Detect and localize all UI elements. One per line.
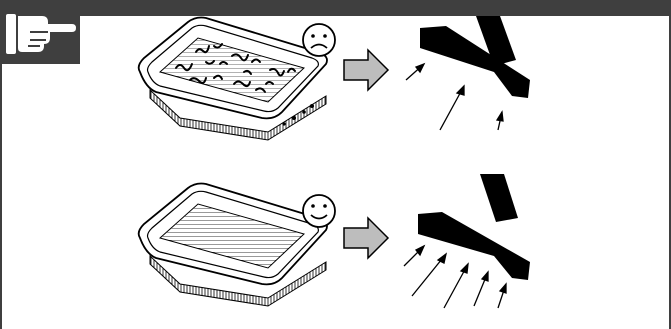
right-arrow-icon bbox=[343, 216, 390, 260]
vacuum-nozzle-icon bbox=[418, 174, 530, 280]
vacuum-nozzle-icon bbox=[420, 16, 530, 98]
clean-air-filter-icon bbox=[137, 182, 328, 307]
right-arrow-icon bbox=[343, 48, 390, 92]
frame-right-rule bbox=[669, 16, 671, 329]
pointing-hand-icon bbox=[0, 0, 80, 64]
frame-left-rule bbox=[0, 16, 2, 329]
sad-face-icon bbox=[302, 23, 336, 57]
airflow-arrows bbox=[403, 244, 507, 309]
header-bar bbox=[0, 0, 671, 16]
dirty-air-filter-icon bbox=[137, 16, 328, 141]
happy-face-icon bbox=[302, 194, 336, 228]
airflow-arrows bbox=[405, 62, 504, 131]
